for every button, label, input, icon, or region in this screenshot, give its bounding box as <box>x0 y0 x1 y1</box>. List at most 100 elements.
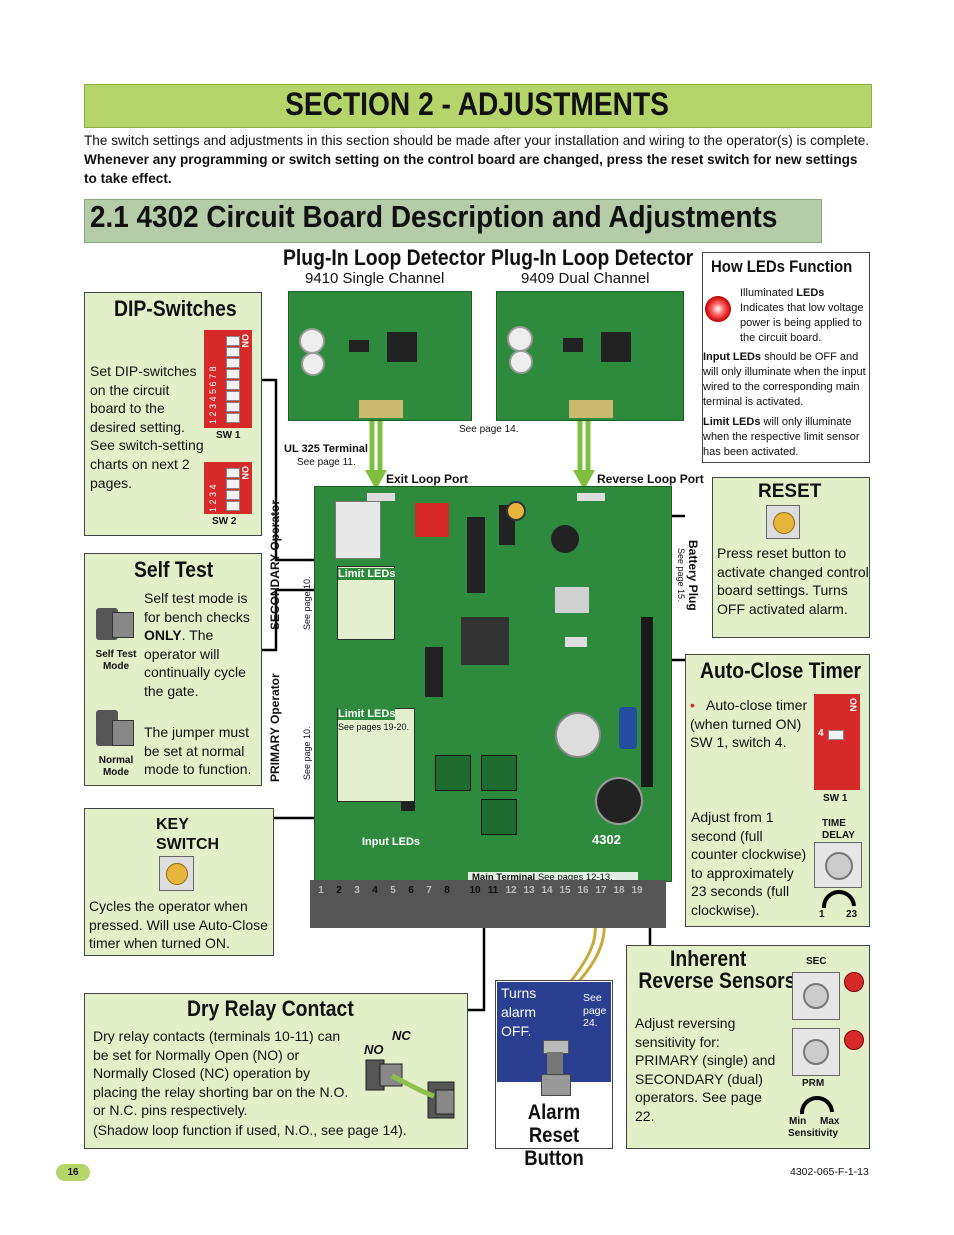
limit-leds-label-secondary: Limit LEDs <box>338 568 396 580</box>
prm-sensor-potentiometer[interactable] <box>792 1028 840 1076</box>
loop-detector-9409-board <box>496 291 684 421</box>
sec-label: SEC <box>806 956 827 967</box>
terminal-18: 18 <box>613 885 625 896</box>
sec-led-icon <box>844 972 864 992</box>
subsection-title: 2.1 4302 Circuit Board Description and A… <box>90 199 778 234</box>
self-test-body: Self test mode is for bench checks ONLY.… <box>144 590 250 699</box>
auto-close-title: Auto-Close Timer <box>700 658 861 683</box>
alarm-reset-switch-icon[interactable] <box>541 1040 571 1096</box>
time-delay-max: 23 <box>846 909 858 920</box>
auto-close-sw1-label: SW 1 <box>823 793 848 804</box>
dip-connector <box>262 378 346 562</box>
terminal-16: 16 <box>577 885 589 896</box>
terminal-2: 2 <box>336 885 342 896</box>
relay-shorting-bar-icon <box>365 1059 455 1119</box>
dry-relay-body: Dry relay contacts (terminals 10-11) can… <box>93 1028 349 1119</box>
sw2-dip-switch: 1 2 3 4 ON <box>204 462 252 514</box>
secondary-operator-label: SECONDARY Operator <box>268 499 282 630</box>
time-delay-min: 1 <box>819 909 825 920</box>
terminal-5: 5 <box>390 885 396 896</box>
subsection-banner <box>84 199 822 243</box>
battery-see-page: See page 15. <box>676 548 686 602</box>
self-test-title: Self Test <box>134 557 214 582</box>
plugin-single-title: Plug-In Loop Detector <box>283 245 486 270</box>
terminal-14: 14 <box>541 885 553 896</box>
sensitivity-min: Min <box>789 1116 807 1127</box>
auto-close-sw1-switch: ON 4 <box>814 694 860 790</box>
intro-plain: The switch settings and adjustments in t… <box>84 133 870 148</box>
loop-detector-9410-board <box>288 291 472 421</box>
time-delay-label: TIME DELAY <box>822 818 855 841</box>
dry-relay-panel <box>84 993 468 1149</box>
terminal-8: 8 <box>444 885 450 896</box>
sensitivity-max: Max <box>820 1116 840 1127</box>
primary-operator-label: PRIMARY Operator <box>268 673 282 782</box>
self-test-body2: The jumper must be set at normal mode to… <box>144 724 252 778</box>
dip-switches-title: DIP-Switches <box>114 296 237 321</box>
inherent-body: Adjust reversing sensitivity for: PRIMAR… <box>635 1015 776 1124</box>
illuminated-led-icon <box>705 296 731 322</box>
self-test-jumper-icon <box>96 604 134 644</box>
see-pages-19-20: See pages 19-20. <box>338 722 410 732</box>
terminal-13: 13 <box>523 885 535 896</box>
sw2-label: SW 2 <box>212 516 237 527</box>
section-title: SECTION 2 - ADJUSTMENTS <box>285 86 669 122</box>
terminal-1: 1 <box>318 885 324 896</box>
primary-limit-leds-panel <box>337 708 415 802</box>
self-test-panel <box>84 553 262 786</box>
time-delay-potentiometer[interactable] <box>814 842 862 888</box>
illuminated-leds-text: Illuminated LEDs Indicates that low volt… <box>740 287 864 344</box>
main-terminal-label: Main Terminal See pages 12-13. <box>472 872 613 883</box>
dry-relay-body2: (Shadow loop function if used, N.O., see… <box>93 1122 407 1138</box>
reset-panel <box>712 477 870 638</box>
dip-switches-body: Set DIP-switches on the circuit board to… <box>90 363 204 491</box>
self-test-mode-label: Self Test Mode <box>95 649 137 672</box>
plugin-dual-subtitle: 9409 Dual Channel <box>521 270 650 287</box>
reverse-loop-port-label: Reverse Loop Port <box>597 472 704 486</box>
board-id-label: 4302 <box>592 832 621 847</box>
see-page-14-label: See page 14. <box>459 424 519 435</box>
sec-sensor-potentiometer[interactable] <box>792 972 840 1020</box>
how-leds-title: How LEDs Function <box>711 257 853 276</box>
circuit-board-4302 <box>314 486 672 882</box>
terminal-4: 4 <box>372 885 378 896</box>
dry-relay-connector <box>468 912 486 1012</box>
terminal-12: 12 <box>505 885 517 896</box>
no-label: NO <box>364 1042 384 1057</box>
time-delay-arrow-icon <box>821 889 856 909</box>
key-switch-body: Cycles the operator when pressed. Will u… <box>89 898 268 952</box>
sw1-dip-switch: 1 2 3 4 5 6 7 8 ON <box>204 330 252 428</box>
reset-button-icon[interactable] <box>766 505 800 539</box>
page-number: 16 <box>56 1164 90 1181</box>
microcontroller-chip <box>461 617 509 665</box>
alarm-turns-off: Turns alarm OFF. <box>501 985 537 1039</box>
bullet-icon: • <box>690 697 695 713</box>
battery-plug <box>551 525 579 553</box>
input-leds-text: Input LEDs should be OFF and will only i… <box>703 351 866 408</box>
limit-leds-label-primary: Limit LEDs <box>338 708 396 720</box>
sw1-label: SW 1 <box>216 430 241 441</box>
secondary-see-page: See page 10. <box>302 576 312 630</box>
plugin-single-subtitle: 9410 Single Channel <box>305 270 445 287</box>
reset-body: Press reset button to activate changed c… <box>717 545 869 617</box>
auto-close-adjust: Adjust from 1 second (full counter clock… <box>691 809 807 918</box>
board-dip-switch <box>415 503 449 537</box>
battery-plug-label: Battery Plug <box>686 540 700 611</box>
ul325-see: See page 11. <box>297 457 356 468</box>
terminal-19: 19 <box>631 885 643 896</box>
intro-paragraph: The switch settings and adjustments in t… <box>84 131 870 188</box>
board-reset-button <box>506 501 526 521</box>
section-banner <box>84 84 872 128</box>
nc-label: NC <box>392 1028 411 1043</box>
terminal-7: 7 <box>426 885 432 896</box>
prm-label: PRM <box>802 1078 825 1089</box>
auto-close-bullet: Auto-close timer (when turned ON) SW 1, … <box>690 697 808 751</box>
limit-leds-text: Limit LEDs will only illuminate when the… <box>703 416 860 458</box>
sensitivity-label: Sensitivity <box>788 1128 839 1139</box>
normal-mode-label: Normal Mode <box>98 755 134 778</box>
large-capacitor <box>595 777 643 825</box>
key-switch-button-icon[interactable] <box>159 856 194 891</box>
